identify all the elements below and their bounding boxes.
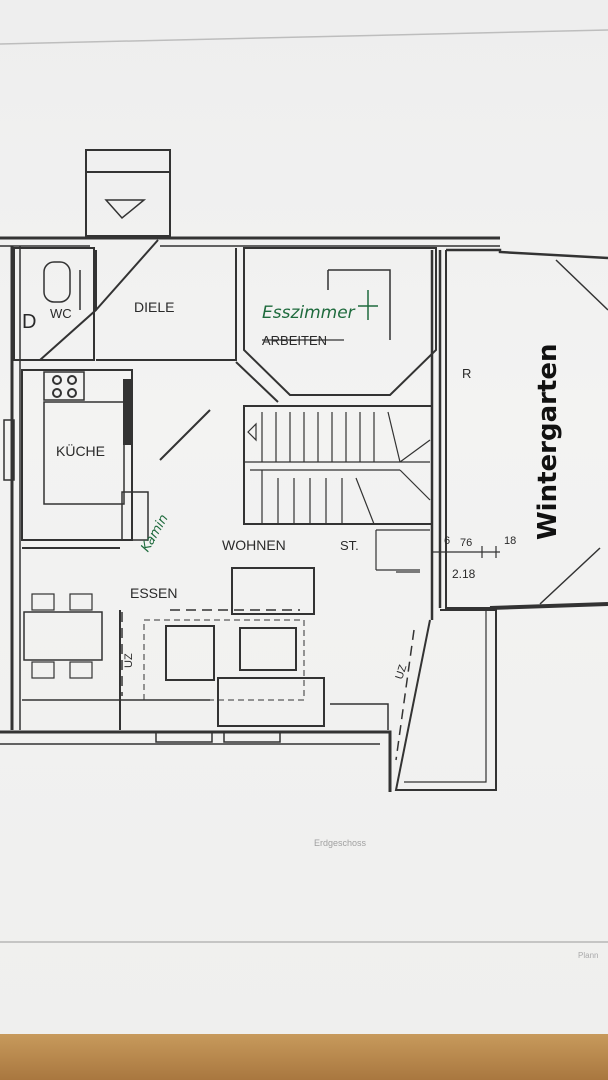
label-d: D (22, 311, 36, 333)
diele-lower-wall (159, 361, 279, 461)
wintergarten-diagonal (539, 259, 608, 605)
entry-canopy (85, 149, 171, 173)
stair-arrow-icon (247, 422, 257, 442)
armchair-left (165, 625, 215, 681)
bay-window-inner (404, 610, 487, 783)
bottom-window-2 (223, 731, 281, 743)
chair-2 (69, 593, 93, 611)
sheet-corner-text: Plann (578, 951, 598, 960)
esszimmer-mark (358, 290, 378, 320)
label-kueche: KÜCHE (56, 442, 105, 459)
wc-toilet (43, 261, 71, 303)
label-essen: ESSEN (130, 585, 177, 601)
kueche-stove (43, 371, 85, 401)
uz-right-line (395, 629, 415, 761)
dim-218: 2.18 (452, 567, 476, 581)
bay-window (394, 609, 497, 791)
arbeiten-room (243, 247, 437, 396)
sofa-top (231, 567, 315, 615)
label-uz-left: UZ (123, 653, 135, 668)
kueche-pillar (123, 379, 133, 445)
rug (143, 619, 305, 701)
sheet-caption: Erdgeschoss (314, 838, 367, 848)
kamin-block (121, 491, 149, 541)
essen-wall (22, 547, 121, 730)
hob-4 (67, 388, 77, 398)
label-arbeiten: ARBEITEN (262, 333, 327, 348)
label-st: ST. (340, 538, 359, 553)
label-r: R (462, 366, 471, 381)
dim-76: 76 (460, 537, 472, 549)
label-wohnen: WOHNEN (222, 537, 286, 553)
label-kamin: Kamin (138, 512, 171, 555)
entry-arrow-icon (104, 199, 147, 220)
sheet-top-rule (0, 29, 608, 45)
sofa-bottom (217, 677, 325, 727)
wintergarten-bottom (489, 602, 608, 610)
chair-1 (31, 593, 55, 611)
wintergarten-wall (445, 250, 490, 609)
bench-right (330, 703, 389, 730)
hob-1 (52, 375, 62, 385)
diele-wall (39, 239, 237, 361)
kueche-room (21, 369, 133, 541)
stair-treads (244, 411, 431, 571)
kueche-counter (43, 401, 125, 505)
table-surface (0, 1034, 608, 1080)
label-diele: DIELE (134, 299, 174, 315)
wintergarten-outer (446, 248, 608, 260)
entry-step (85, 171, 171, 237)
wc-room (13, 247, 95, 361)
armchair-right (239, 627, 297, 671)
hob-3 (52, 388, 62, 398)
dimension-line (432, 546, 500, 558)
stair-box (243, 405, 433, 525)
dim-6: 6 (444, 535, 450, 547)
dining-table (23, 611, 103, 661)
arbeiten-shelf (327, 269, 391, 340)
dim-18: 18 (504, 535, 516, 547)
chair-3 (31, 661, 55, 679)
outer-wall-bottom (0, 730, 392, 792)
label-uz-right: UZ (393, 663, 409, 681)
chair-4 (69, 661, 93, 679)
hob-2 (67, 375, 77, 385)
label-wintergarten: Wintergarten (533, 343, 563, 540)
left-window (3, 419, 15, 481)
bottom-window-1 (155, 731, 213, 743)
label-esszimmer: Esszimmer (262, 303, 356, 323)
label-wc: WC (50, 306, 72, 321)
